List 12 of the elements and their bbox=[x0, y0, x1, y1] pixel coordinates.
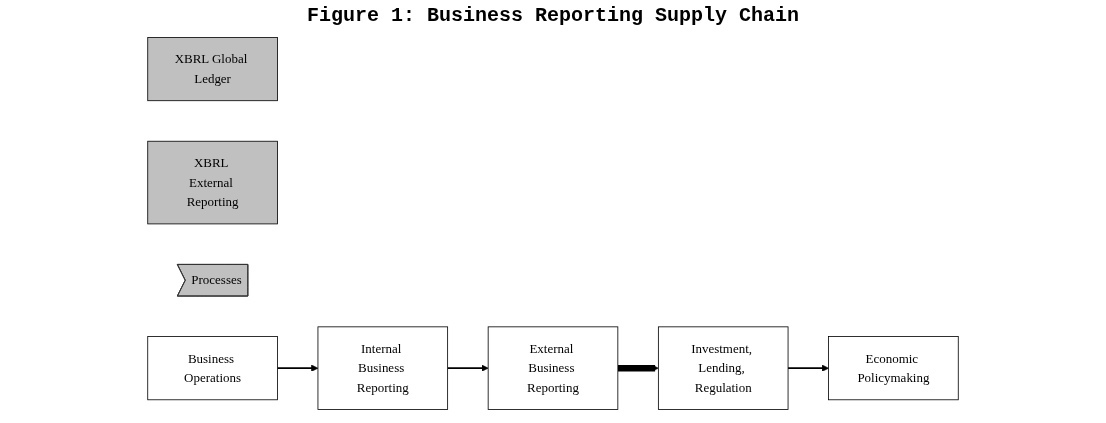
node-box: Economic Policymaking bbox=[828, 336, 959, 401]
node-box: Internal Business Reporting bbox=[317, 326, 449, 410]
node-box: XBRL Global Ledger bbox=[147, 37, 278, 102]
arrow bbox=[446, 364, 489, 372]
node-box: Investment, Lending, Regulation bbox=[657, 326, 789, 410]
node-box: Business Operations bbox=[147, 336, 278, 401]
figure-title: Figure 1: Business Reporting Supply Chain bbox=[305, 4, 801, 27]
arrow bbox=[787, 364, 829, 372]
arrow bbox=[276, 364, 319, 372]
node-box: XBRL External Reporting bbox=[147, 140, 278, 225]
arrow bbox=[617, 364, 659, 372]
node-box: External Business Reporting bbox=[487, 326, 619, 410]
